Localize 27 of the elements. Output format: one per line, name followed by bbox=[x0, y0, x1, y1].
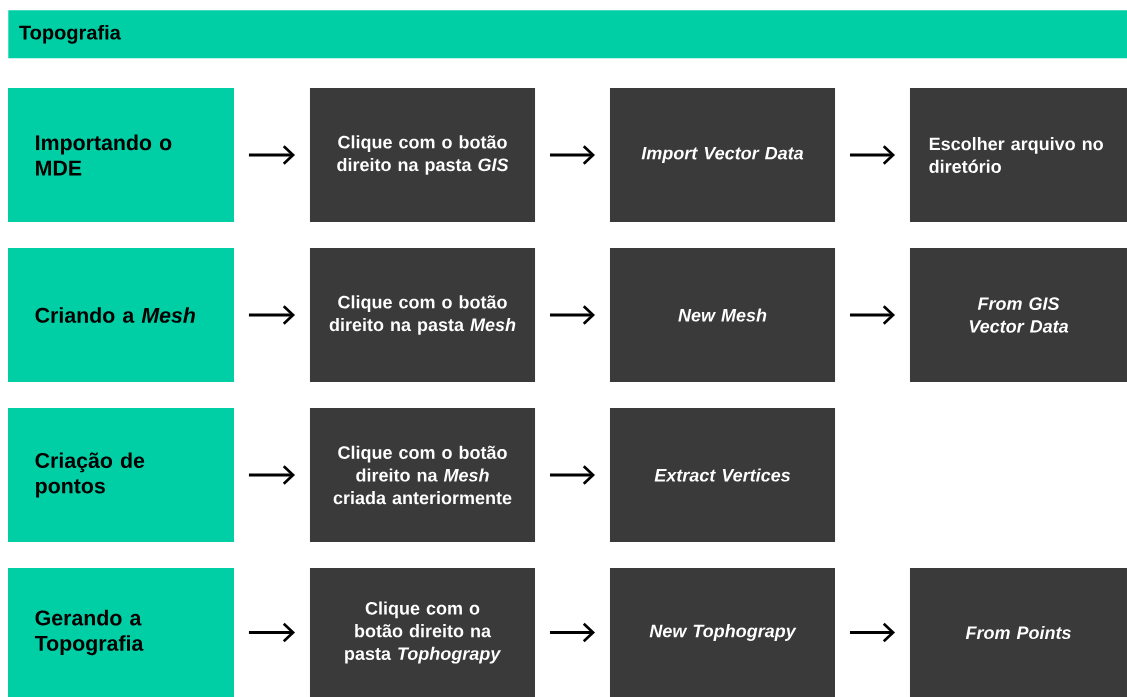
title-bar: Topografia bbox=[8, 10, 1127, 59]
arrow bbox=[248, 465, 296, 485]
step-box: Import Vector Data bbox=[610, 88, 836, 222]
arrow bbox=[549, 145, 596, 165]
step-box: Clique com o botão direito na pasta Tophograpy bbox=[309, 567, 536, 697]
step-box: From Points bbox=[910, 567, 1127, 697]
arrow bbox=[549, 465, 596, 485]
step-box: Escolher arquivo no diretório bbox=[910, 88, 1127, 222]
arrow bbox=[850, 622, 896, 643]
step-box: From GIS Vector Data bbox=[910, 248, 1127, 382]
arrow bbox=[850, 305, 896, 325]
category-box: Criando a Mesh bbox=[8, 248, 234, 382]
arrow bbox=[549, 622, 596, 643]
arrow bbox=[549, 305, 596, 325]
category-box: Gerando a Topografia bbox=[8, 567, 234, 697]
step-box: New Mesh bbox=[610, 248, 836, 382]
arrow bbox=[248, 145, 296, 165]
category-box: Criação de pontos bbox=[8, 408, 234, 542]
step-box: Clique com o botão direito na pasta Mesh bbox=[309, 248, 536, 382]
step-box: New Tophograpy bbox=[610, 567, 836, 697]
step-box: Clique com o botão direito na pasta GIS bbox=[309, 88, 536, 222]
arrow bbox=[850, 145, 896, 165]
category-box: Importando o MDE bbox=[8, 88, 234, 222]
arrow bbox=[248, 305, 296, 325]
step-box: Extract Vertices bbox=[610, 408, 836, 542]
step-box: Clique com o botão direito na Mesh criada anteriormente bbox=[309, 408, 536, 542]
arrow bbox=[248, 622, 296, 643]
